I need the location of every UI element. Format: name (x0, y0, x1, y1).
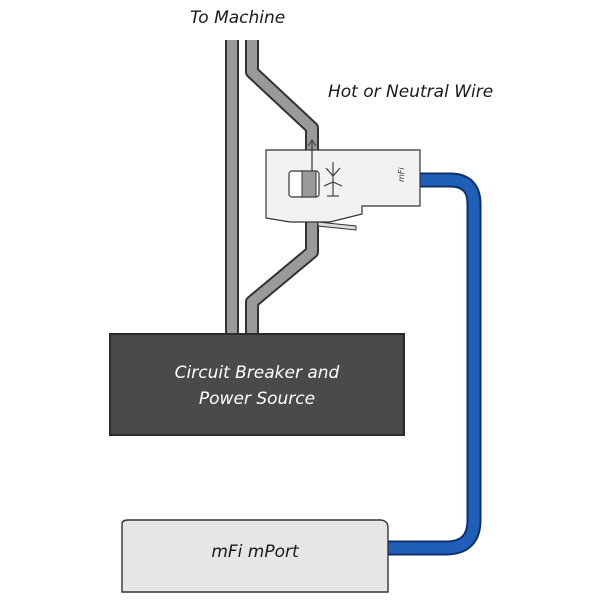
circuit-breaker-label-line2: Power Source (198, 389, 316, 409)
to-machine-label: To Machine (190, 8, 286, 28)
circuit-breaker-box (109, 333, 405, 436)
circuit-breaker-label-line1: Circuit Breaker and (174, 363, 340, 383)
hot-neutral-wire-label: Hot or Neutral Wire (328, 82, 494, 102)
mport-label: mFi mPort (211, 542, 299, 562)
mport-device (121, 519, 389, 593)
data-cable (388, 172, 482, 556)
current-sensor: mFi (265, 139, 421, 231)
circuit-breaker-label: Circuit Breaker and Power Source (110, 360, 404, 412)
sensor-brand-text: mFi (397, 167, 406, 182)
sensor-logo-icon (323, 162, 343, 197)
